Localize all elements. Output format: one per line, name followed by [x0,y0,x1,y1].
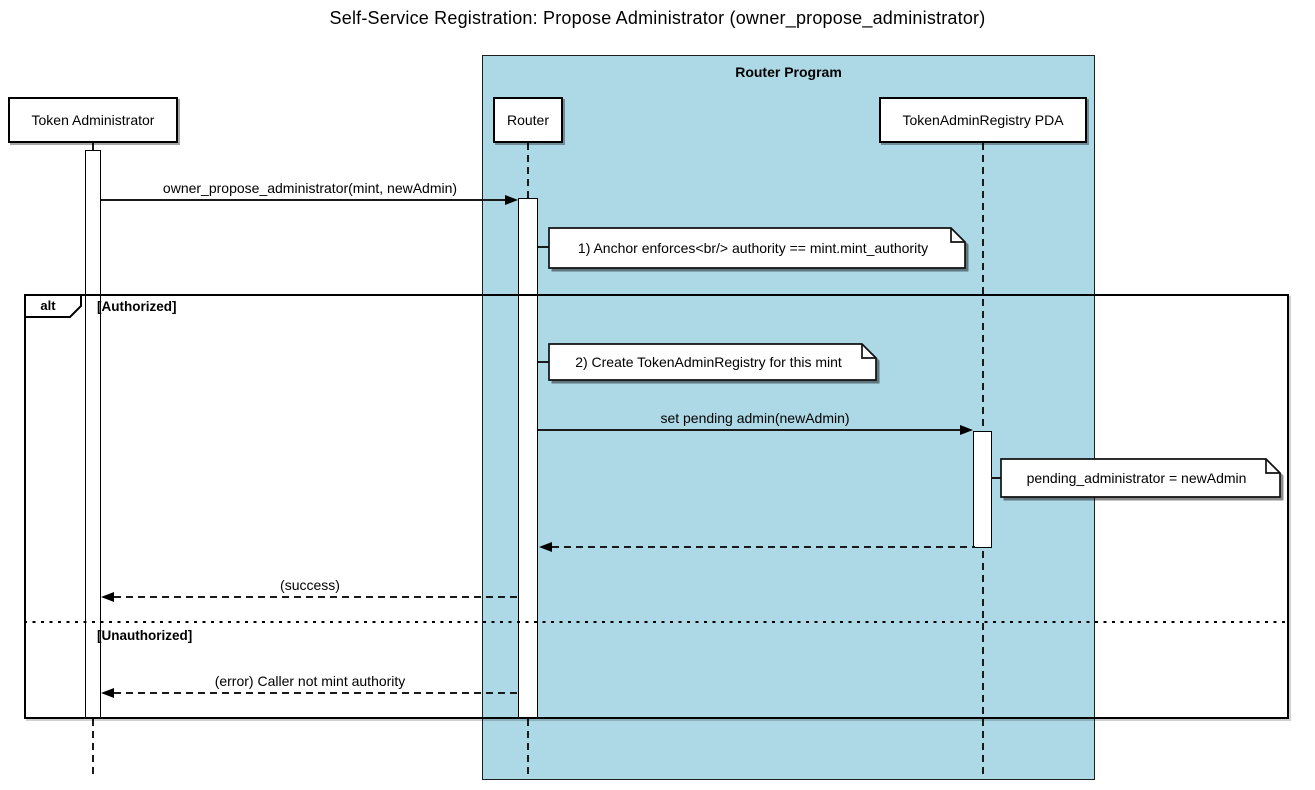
note-text-pending-administrator: pending_administrator = newAdmin [1026,470,1247,486]
alt-operator-shape [24,294,82,318]
note-connector [991,477,1001,479]
note-create-registry [548,343,880,384]
participant-token-admin-registry-pda: TokenAdminRegistry PDA [879,97,1087,143]
participant-token-administrator: Token Administrator [8,97,178,143]
note-connector [538,246,549,248]
arrowhead-icon [505,194,518,205]
message-label-error: (error) Caller not mint authority [214,673,406,689]
note-body [548,343,877,381]
guard-unauthorized: [Unauthorized] [97,628,193,643]
router-program-region [482,55,1095,780]
message-label-set-pending-admin: set pending admin(newAdmin) [660,410,850,426]
note-connector [538,361,549,363]
message-label-success: (success) [280,577,340,593]
activation-bar-token-admin-registry-pda [973,431,992,548]
participant-label: TokenAdminRegistry PDA [902,112,1064,128]
arrowhead-icon [101,687,114,698]
note-fold-icon [1265,459,1280,474]
diagram-title: Self-Service Registration: Propose Admin… [329,8,986,28]
note-body [1000,458,1281,498]
alt-divider [24,621,1289,624]
alt-operator-pentagon [24,294,82,318]
arrowhead-icon [101,591,114,602]
note-pending-administrator [1000,458,1284,501]
note-text-create-registry: 2) Create TokenAdminRegistry for this mi… [575,354,842,370]
alt-frame [24,294,1289,719]
message-line-set-pending-admin [538,429,960,431]
note-fold-icon [861,344,876,359]
arrowhead-icon [960,424,973,435]
note-anchor-enforces [548,227,969,272]
message-line-success [114,596,518,598]
alt-operator-label: alt [40,298,56,313]
participant-label: Token Administrator [31,112,155,128]
message-label-owner-propose-administrator: owner_propose_administrator(mint, newAdm… [162,180,458,196]
router-program-title: Router Program [735,64,842,80]
message-line-error [114,692,518,694]
message-line-owner-propose-administrator [101,199,505,201]
message-line-return-to-router [552,546,975,548]
note-fold-icon [950,228,965,243]
note-body [548,227,966,269]
note-text-anchor-enforces: 1) Anchor enforces<br/> authority == min… [577,240,929,256]
arrowhead-icon [539,541,552,552]
guard-authorized: [Authorized] [97,299,177,314]
participant-label: Router [506,112,550,128]
participant-router: Router [493,97,563,143]
